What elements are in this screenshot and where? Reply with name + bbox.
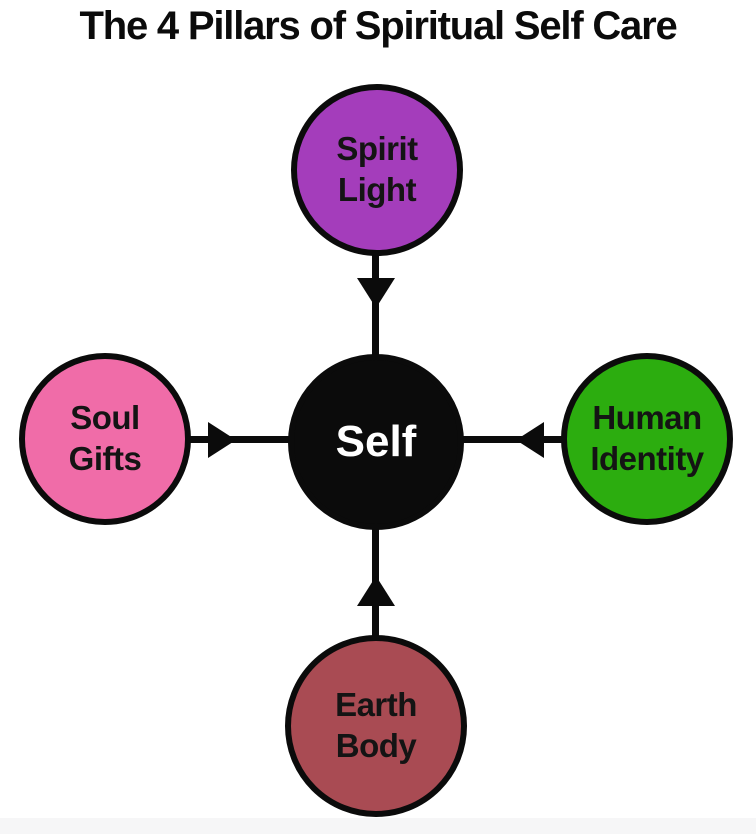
node-spirit-light: Spirit Light <box>291 84 463 256</box>
label-line: Soul <box>70 399 140 437</box>
label-line: Earth <box>335 686 417 724</box>
node-soul-gifts: Soul Gifts <box>19 353 191 525</box>
node-self-label: Self <box>336 415 417 469</box>
label-line: Gifts <box>68 440 142 477</box>
bottom-edge-strip <box>0 818 756 834</box>
node-human-identity: Human Identity <box>561 353 733 525</box>
label-line: Self <box>335 416 417 466</box>
node-spirit-light-label: Spirit Light <box>336 129 418 210</box>
label-line: Human <box>592 399 702 437</box>
label-line: Light <box>337 171 417 208</box>
node-human-identity-label: Human Identity <box>590 398 704 479</box>
label-line: Identity <box>590 440 704 477</box>
arrowhead-up-icon <box>357 576 395 606</box>
node-self: Self <box>288 354 464 530</box>
connector-left <box>186 436 294 443</box>
arrowhead-right-icon <box>208 422 236 458</box>
arrowhead-left-icon <box>516 422 544 458</box>
node-earth-body-label: Earth Body <box>335 685 417 766</box>
node-soul-gifts-label: Soul Gifts <box>69 398 142 479</box>
arrowhead-down-icon <box>357 278 395 308</box>
label-line: Spirit <box>336 130 418 168</box>
connector-right <box>458 436 568 443</box>
diagram-title: The 4 Pillars of Spiritual Self Care <box>79 4 678 48</box>
node-earth-body: Earth Body <box>285 635 467 817</box>
label-line: Body <box>335 727 417 764</box>
